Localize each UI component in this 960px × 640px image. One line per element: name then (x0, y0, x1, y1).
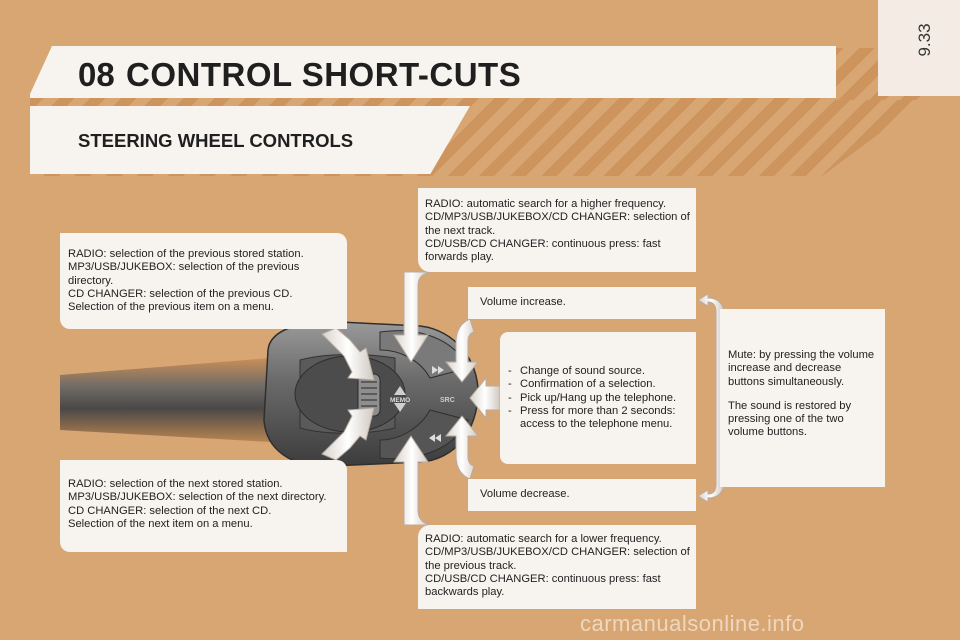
src-label: SRC (440, 397, 455, 404)
watermark: carmanualsonline.info (580, 611, 805, 636)
volume-down-arrow (444, 415, 480, 480)
volume-increase-callout: Volume increase. (468, 287, 696, 319)
chapter-number: 08 (78, 56, 115, 93)
previous-station-callout: RADIO: selection of the previous stored … (60, 233, 347, 329)
volume-decrease-text: Volume decrease. (480, 488, 570, 500)
mute-text: Mute: by pressing the volume increase an… (728, 349, 875, 388)
next-track-arrow (393, 271, 431, 363)
volume-increase-text: Volume increase. (480, 296, 566, 308)
next-station-text: RADIO: selection of the next stored stat… (68, 478, 327, 530)
higher-frequency-callout: RADIO: automatic search for a higher fre… (418, 188, 696, 272)
page-tab (878, 0, 960, 96)
unmute-text: The sound is restored by pressing one of… (728, 399, 852, 439)
scroll-down-arrow (321, 407, 375, 461)
scroll-up-arrow (321, 327, 375, 381)
lower-frequency-callout: RADIO: automatic search for a lower freq… (418, 525, 696, 609)
next-station-callout: RADIO: selection of the next stored stat… (60, 460, 347, 552)
section-title: STEERING WHEEL CONTROLS (78, 130, 354, 151)
higher-frequency-text: RADIO: automatic search for a higher fre… (425, 198, 690, 264)
mute-callout: Mute: by pressing the volume increase an… (720, 309, 885, 487)
title-bar (30, 46, 836, 98)
source-item: Change of sound source. (506, 365, 692, 379)
page-title: CONTROL SHORT-CUTS (126, 56, 522, 93)
volume-decrease-callout: Volume decrease. (468, 479, 696, 511)
previous-track-arrow (393, 435, 431, 526)
stalk-shaft (60, 358, 270, 442)
mute-bracket-arrow (697, 293, 725, 503)
source-item: Confirmation of a selection. (506, 378, 692, 392)
source-button-list: Change of sound source. Confirmation of … (506, 365, 692, 431)
volume-up-arrow (444, 318, 480, 383)
source-button-arrow (469, 376, 501, 420)
previous-station-text: RADIO: selection of the previous stored … (68, 248, 304, 314)
memo-label: MEMO (390, 397, 410, 404)
source-item: Press for more than 2 seconds: access to… (506, 405, 692, 432)
subtitle-bar (30, 106, 470, 174)
lower-frequency-text: RADIO: automatic search for a lower freq… (425, 533, 690, 599)
source-button-callout: Change of sound source. Confirmation of … (500, 332, 696, 464)
source-item: Pick up/Hang up the telephone. (506, 392, 692, 406)
